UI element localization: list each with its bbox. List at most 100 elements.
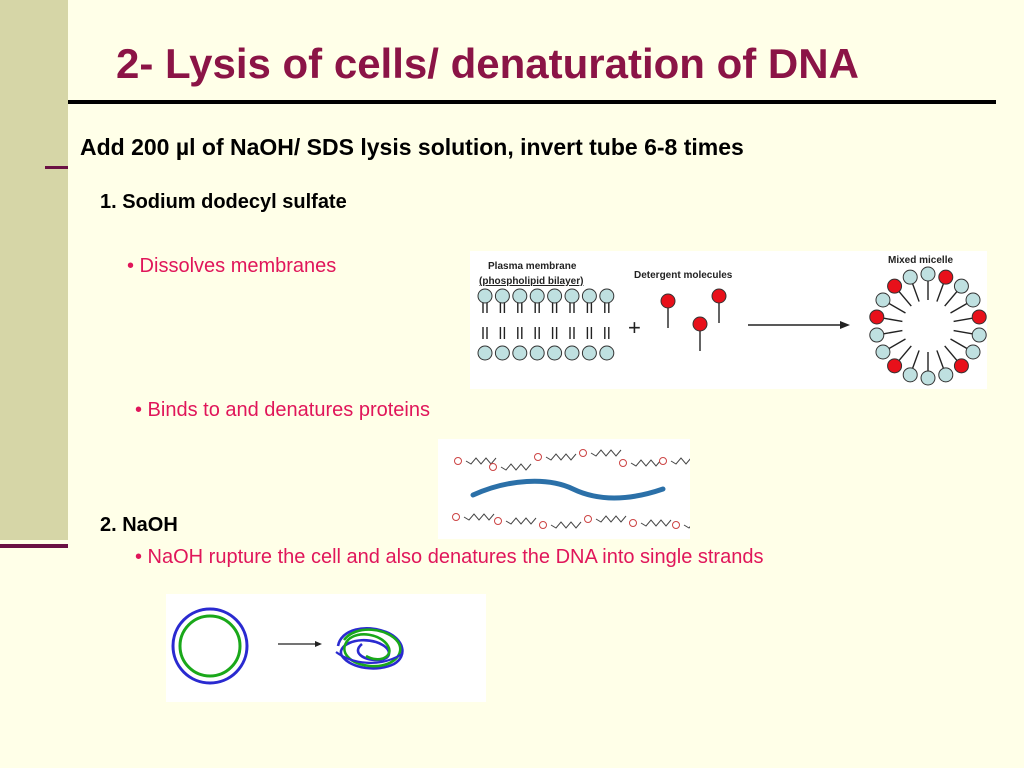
micelle-head bbox=[953, 358, 969, 374]
micelle-head bbox=[965, 292, 981, 308]
reaction-arrow bbox=[748, 321, 850, 329]
sds-tail bbox=[590, 449, 622, 457]
tangled-single-strands bbox=[335, 626, 404, 670]
dna-denaturation-figure bbox=[166, 594, 486, 702]
lipid-tail bbox=[604, 302, 610, 313]
micelle-tail bbox=[888, 338, 906, 350]
lipid-tail bbox=[569, 327, 575, 339]
plus-sign: + bbox=[628, 315, 641, 340]
micelle-head bbox=[920, 266, 936, 282]
slide-title: 2- Lysis of cells/ denaturation of DNA bbox=[116, 40, 859, 87]
micelle-tail bbox=[950, 302, 968, 314]
lipid-tail bbox=[604, 327, 610, 339]
lipid-head bbox=[494, 345, 510, 361]
sidebar-accent-line bbox=[0, 544, 68, 548]
protein-chain bbox=[470, 478, 666, 501]
detergent-head bbox=[660, 293, 676, 309]
micelle-head bbox=[953, 278, 969, 294]
lipid-tail bbox=[499, 327, 506, 339]
sidebar-band bbox=[0, 0, 68, 540]
section-naoh-heading: 2. NaOH bbox=[100, 514, 178, 536]
sds-head bbox=[494, 517, 502, 525]
micelle-tail bbox=[888, 302, 906, 314]
lipid-tail bbox=[586, 302, 593, 313]
lipid-head bbox=[477, 345, 493, 361]
lipid-tail bbox=[482, 302, 488, 313]
mixed-micelle bbox=[869, 266, 987, 386]
membrane-micelle-diagram: Plasma membrane (phospholipid bilayer) D… bbox=[477, 255, 987, 386]
micelle-tail bbox=[911, 283, 920, 302]
sds-head bbox=[489, 463, 497, 471]
micelle-head bbox=[902, 367, 918, 383]
sds-protein-diagram bbox=[452, 449, 715, 529]
micelle-head bbox=[875, 292, 891, 308]
sds-head bbox=[452, 513, 460, 521]
micelle-head bbox=[902, 269, 918, 285]
sds-protein-figure bbox=[438, 439, 715, 539]
micelle-head bbox=[971, 327, 987, 343]
sds-tail bbox=[670, 457, 702, 465]
lipid-tail bbox=[551, 302, 558, 313]
lipid-head bbox=[564, 345, 580, 361]
micelle-head bbox=[875, 344, 891, 360]
lipid-tail bbox=[586, 327, 593, 339]
sds-tail bbox=[640, 519, 672, 527]
section-sds-heading: 1. Sodium dodecyl sulfate bbox=[100, 191, 347, 213]
lipid-head bbox=[494, 288, 510, 304]
detergent-head bbox=[692, 316, 708, 332]
detergent-head bbox=[711, 288, 727, 304]
micelle-tail bbox=[944, 291, 958, 307]
micelle-tail bbox=[898, 345, 912, 361]
lipid-head bbox=[564, 288, 580, 304]
micelle-head bbox=[938, 269, 954, 285]
lipid-head bbox=[529, 345, 545, 361]
micelle-tail bbox=[953, 329, 973, 335]
sds-tail bbox=[465, 457, 497, 465]
micelle-tail bbox=[936, 350, 945, 369]
sds-tail bbox=[505, 517, 537, 525]
sds-head bbox=[629, 519, 637, 527]
lipid-head bbox=[529, 288, 545, 304]
micelle-head bbox=[869, 327, 885, 343]
lipid-tail bbox=[551, 327, 558, 339]
sds-head bbox=[454, 457, 462, 465]
lipid-head bbox=[477, 288, 493, 304]
micelle-tail bbox=[911, 350, 920, 369]
lipid-head bbox=[581, 288, 597, 304]
title-divider bbox=[68, 100, 996, 104]
sds-tail bbox=[550, 521, 582, 529]
micelle-head bbox=[938, 367, 954, 383]
sds-head bbox=[539, 521, 547, 529]
lipid-head bbox=[547, 288, 563, 304]
micelle-tail bbox=[898, 291, 912, 307]
micelle-tail bbox=[950, 338, 968, 350]
sds-head bbox=[659, 457, 667, 465]
lipid-tail bbox=[517, 302, 523, 313]
lipid-tail bbox=[499, 302, 506, 313]
sds-head bbox=[584, 515, 592, 523]
sds-tail bbox=[545, 453, 577, 461]
sds-tail bbox=[683, 521, 715, 529]
label-mixed-micelle: Mixed micelle bbox=[888, 255, 953, 266]
sds-head bbox=[534, 453, 542, 461]
lipid-tail bbox=[569, 302, 575, 313]
lipid-head bbox=[547, 345, 563, 361]
micelle-tail bbox=[953, 317, 973, 323]
micelle-tail bbox=[944, 345, 958, 361]
slide-subtitle: Add 200 µl of NaOH/ SDS lysis solution, … bbox=[80, 134, 744, 160]
micelle-tail bbox=[883, 329, 903, 335]
bullet-naoh-denatures-dna: • NaOH rupture the cell and also denatur… bbox=[135, 546, 764, 568]
detergent-molecules bbox=[660, 288, 727, 351]
sds-tail bbox=[463, 513, 495, 521]
sds-tail bbox=[630, 459, 662, 467]
sds-head bbox=[579, 449, 587, 457]
dna-outer-strand bbox=[171, 607, 249, 685]
micelle-head bbox=[887, 278, 903, 294]
sds-head bbox=[619, 459, 627, 467]
micelle-head bbox=[965, 344, 981, 360]
label-phospholipid-bilayer: (phospholipid bilayer) bbox=[479, 276, 583, 287]
micelle-head bbox=[887, 358, 903, 374]
bullet-denatures-proteins: • Binds to and denatures proteins bbox=[135, 399, 430, 421]
micelle-head bbox=[971, 309, 987, 325]
bullet-dissolves-membranes: • Dissolves membranes bbox=[127, 255, 337, 277]
